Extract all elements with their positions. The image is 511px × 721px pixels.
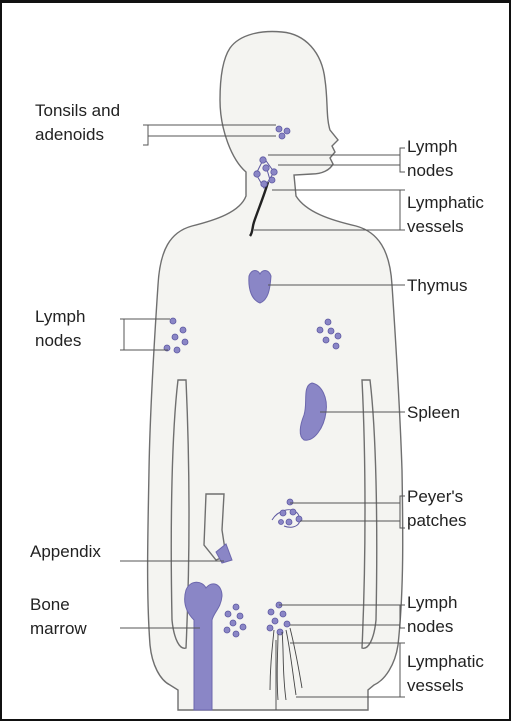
label-bone-marrow-line1: Bone <box>30 595 70 614</box>
label-spleen: Spleen <box>407 403 460 422</box>
label-neck-nodes-line2: nodes <box>407 161 453 180</box>
label-peyers-line2: patches <box>407 511 467 530</box>
label-groin-nodes-line2: nodes <box>407 617 453 636</box>
label-tonsils-line2: adenoids <box>35 125 104 144</box>
label-armpit-nodes-line2: nodes <box>35 331 81 350</box>
label-armpit-nodes-line1: Lymph <box>35 307 85 326</box>
label-thymus: Thymus <box>407 276 467 295</box>
label-tonsils-line1: Tonsils and <box>35 101 120 120</box>
label-leg-vessels-line1: Lymphatic <box>407 652 484 671</box>
label-leg-vessels-line2: vessels <box>407 676 464 695</box>
label-neck-nodes-line1: Lymph <box>407 137 457 156</box>
label-appendix: Appendix <box>30 542 101 561</box>
label-neck-vessels-line2: vessels <box>407 217 464 236</box>
label-neck-vessels-line1: Lymphatic <box>407 193 484 212</box>
label-groin-nodes-line1: Lymph <box>407 593 457 612</box>
label-bone-marrow-line2: marrow <box>30 619 87 638</box>
label-peyers-line1: Peyer's <box>407 487 463 506</box>
